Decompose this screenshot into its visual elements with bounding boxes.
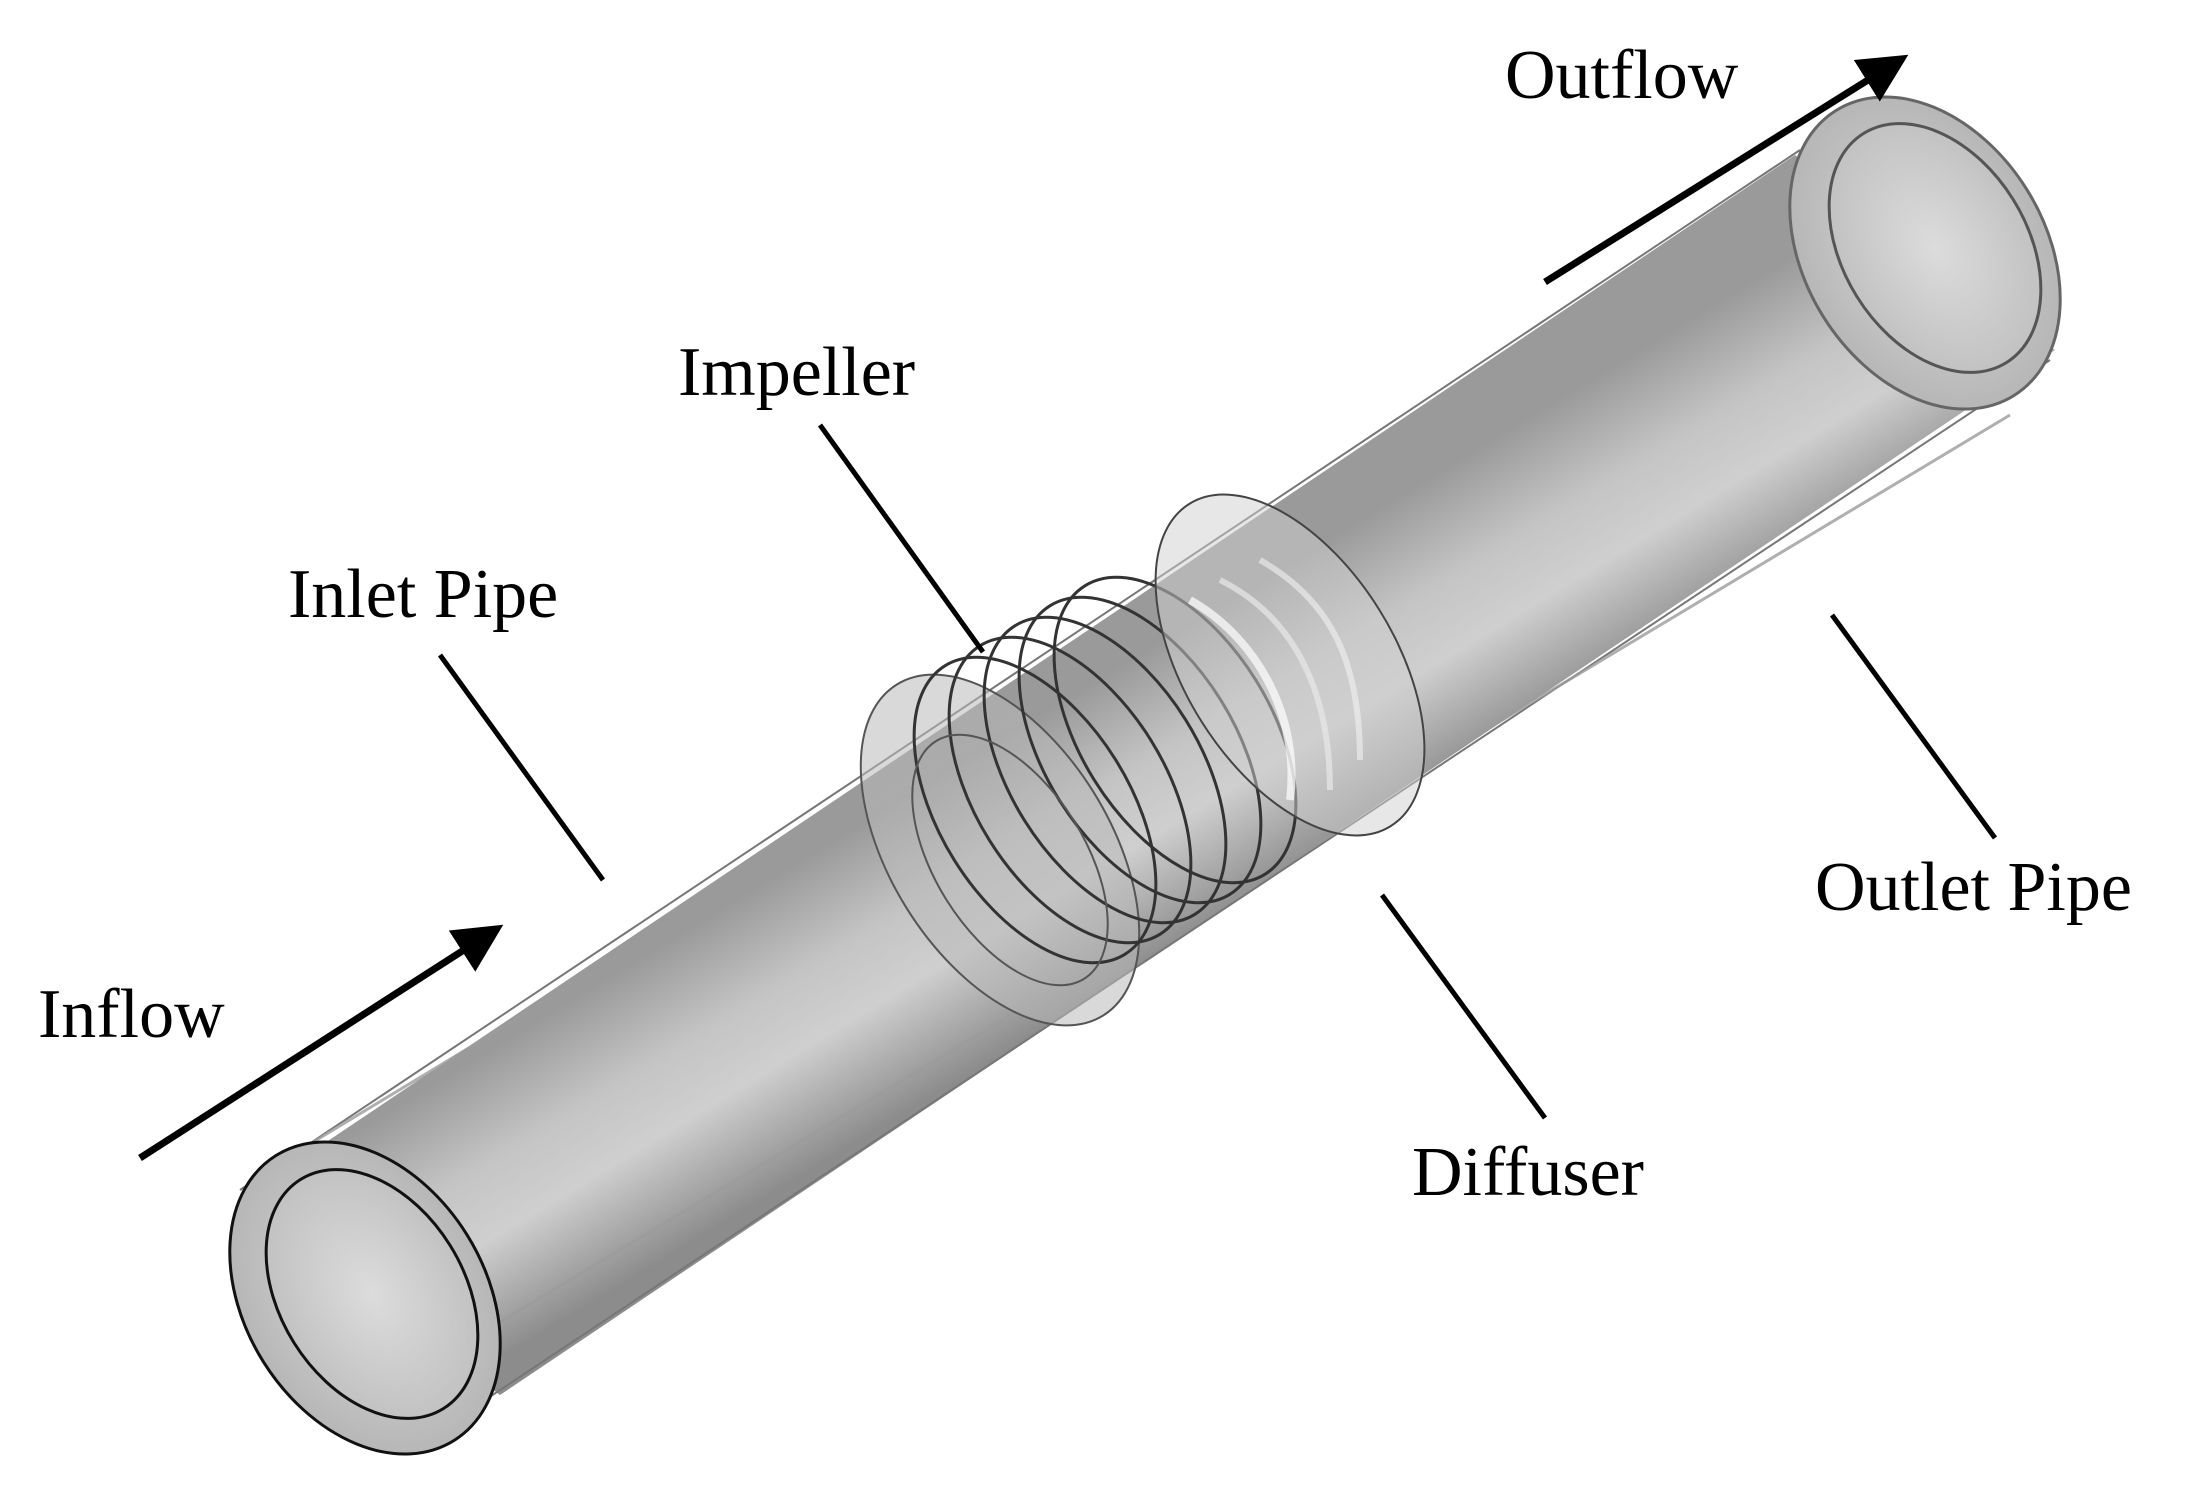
impeller-ring: [982, 615, 1228, 925]
diffuser-vane: [1188, 596, 1296, 801]
diffuser-label: Diffuser: [1412, 1134, 1644, 1211]
impeller-leader-line: [817, 423, 986, 654]
inflow-label: Inflow: [38, 976, 225, 1053]
inlet-end: [228, 1140, 502, 1456]
outlet-pipe-label: Outlet Pipe: [1815, 849, 2132, 926]
outlet-pipe-leader-line: [1829, 613, 1998, 840]
diffuser-vane: [1218, 577, 1333, 791]
inlet-pipe-leader-line: [437, 653, 606, 882]
impeller-label: Impeller: [678, 334, 915, 411]
outflow-arrow: [1543, 54, 1909, 285]
outlet-end: [1788, 95, 2062, 411]
outlet-inner-bore: [1827, 122, 2043, 374]
pipe-outer-shell: [240, 155, 2055, 1395]
inlet-pipe-label: Inlet Pipe: [288, 556, 558, 633]
impeller-section: [859, 575, 1298, 1027]
pipe-inner-line-top: [299, 223, 1831, 1152]
impeller-ring-inner: [911, 733, 1109, 987]
pipe-body: [239, 149, 2055, 1411]
impeller-ring: [912, 655, 1158, 965]
impeller-housing: [859, 673, 1141, 1027]
diffuser-leader-line: [1379, 893, 1548, 1120]
inflow-arrow: [138, 924, 504, 1161]
pipe-bottom-edge: [469, 359, 2051, 1411]
diffuser-vane: [1258, 557, 1363, 761]
inlet-inner-bore: [264, 1168, 480, 1420]
diffuser-section: [1154, 493, 1426, 837]
pipe-inner-line-bottom: [469, 413, 2011, 1342]
outflow-label: Outflow: [1505, 37, 1739, 114]
